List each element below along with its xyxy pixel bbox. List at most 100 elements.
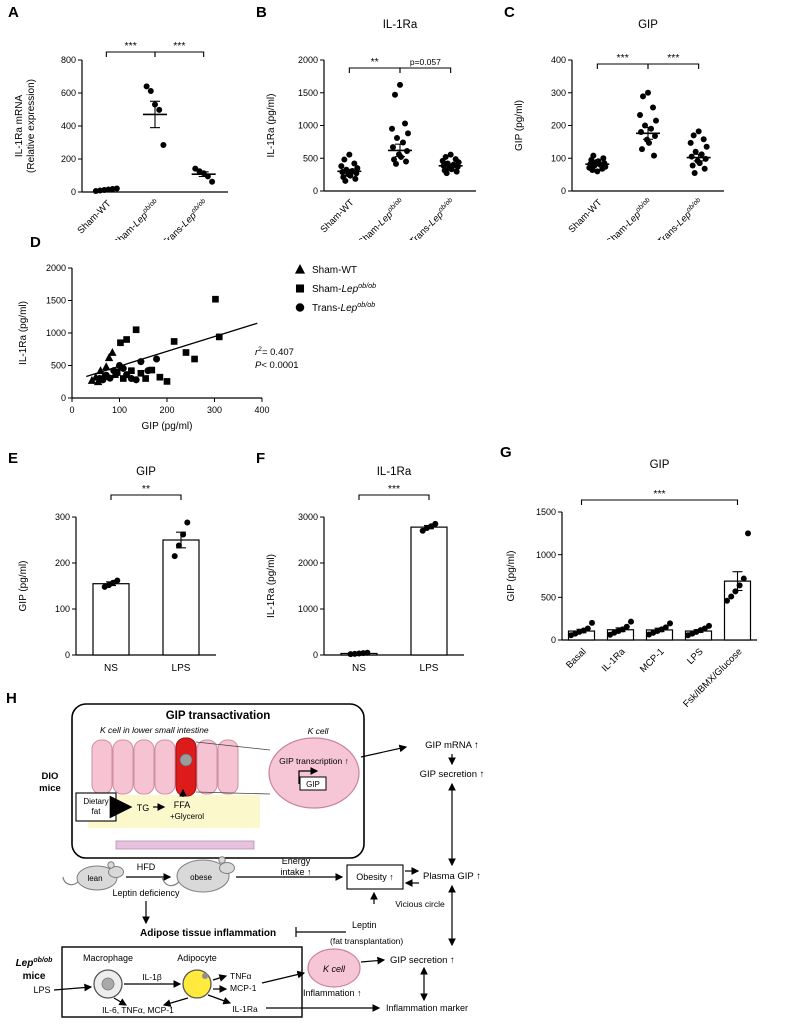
dio-mice-label: DIO bbox=[42, 771, 59, 782]
mouse-tail bbox=[62, 876, 80, 886]
category-label: LPS bbox=[420, 663, 439, 674]
significance-bracket bbox=[348, 67, 401, 73]
y-axis-label: IL-1Ra (pg/ml) bbox=[18, 301, 29, 365]
marker-triangle bbox=[96, 366, 105, 375]
membrane-band bbox=[115, 840, 255, 850]
category-label: LPS bbox=[685, 646, 705, 666]
y-axis-label: GIP (pg/ml) bbox=[514, 100, 525, 151]
adipocyte-nucleus bbox=[202, 973, 208, 979]
legend-label: Sham-Lepob/ob bbox=[312, 281, 376, 295]
marker-square bbox=[117, 339, 124, 347]
tnfa-label: TNFα bbox=[230, 971, 252, 981]
marker-square bbox=[119, 375, 127, 382]
significance-bracket bbox=[647, 63, 700, 69]
y-tick-label: 600 bbox=[61, 88, 76, 98]
il1b-label: IL-1β bbox=[142, 972, 162, 982]
tg-label: TG bbox=[137, 803, 150, 813]
data-point bbox=[695, 128, 702, 135]
data-point bbox=[651, 152, 657, 159]
lepob-box bbox=[61, 946, 303, 1018]
gip-gene-label: GIP bbox=[306, 780, 320, 789]
lean-label: lean bbox=[87, 874, 102, 883]
gip-cascade: GIP mRNA ↑ GIP secretion ↑ Plasma GIP ↑ bbox=[360, 740, 484, 947]
kcell-top-label: K cell bbox=[308, 726, 330, 736]
epithelial-cell bbox=[196, 739, 218, 795]
gip-transcription-label: GIP transcription ↑ bbox=[279, 756, 349, 766]
data-point bbox=[353, 170, 360, 177]
data-point bbox=[354, 165, 361, 172]
arrow bbox=[207, 994, 232, 1005]
marker-circle bbox=[295, 303, 305, 312]
data-point bbox=[700, 136, 707, 143]
y-tick-label: 400 bbox=[61, 121, 76, 131]
lepob-mice-label: Lepob/ob bbox=[16, 957, 54, 969]
legend-label: Sham-WT bbox=[312, 265, 357, 276]
gip-transactivation-section: GIP transactivation K cell in lower smal… bbox=[39, 703, 365, 859]
mouse-ear bbox=[218, 856, 226, 864]
y-tick-label: 1500 bbox=[536, 507, 556, 517]
bar bbox=[162, 539, 200, 656]
marker-circle bbox=[153, 355, 161, 363]
data-point bbox=[689, 162, 696, 169]
data-point bbox=[405, 130, 411, 137]
y-axis-label: GIP (pg/ml) bbox=[18, 561, 29, 612]
marker-circle bbox=[137, 358, 145, 366]
data-point bbox=[732, 588, 739, 595]
y-tick-label: 1000 bbox=[536, 550, 556, 560]
category-label: NS bbox=[352, 663, 366, 674]
data-point bbox=[346, 151, 353, 158]
y-tick-label: 3000 bbox=[298, 512, 318, 522]
data-point bbox=[688, 153, 695, 160]
y-tick-label: 300 bbox=[551, 88, 566, 98]
data-point bbox=[204, 173, 211, 180]
panel-label-H: H bbox=[6, 690, 17, 707]
data-point bbox=[364, 649, 371, 656]
hfd-label: HFD bbox=[137, 862, 156, 872]
y-axis-label: GIP (pg/ml) bbox=[506, 551, 517, 602]
leptin-deficiency-label: Leptin deficiency bbox=[112, 888, 180, 898]
legend-label: Trans-Lepob/ob bbox=[312, 300, 375, 314]
data-point bbox=[114, 577, 121, 584]
marker-square bbox=[182, 349, 190, 356]
arrow bbox=[261, 970, 306, 984]
data-point bbox=[454, 163, 461, 170]
category-label: IL-1Ra bbox=[600, 646, 628, 674]
y-axis-label: IL-1Ra mRNA bbox=[14, 95, 25, 158]
arrow bbox=[360, 744, 408, 758]
y-tick-label: 0 bbox=[313, 650, 318, 660]
data-point bbox=[448, 166, 455, 173]
panel-label-A: A bbox=[8, 4, 19, 21]
bar bbox=[92, 583, 130, 656]
panel-h-diagram: GIP transactivation K cell in lower smal… bbox=[16, 703, 484, 1018]
data-point bbox=[439, 157, 446, 164]
data-point bbox=[152, 101, 158, 108]
data-point bbox=[601, 160, 608, 167]
category-label: Trans-Lepob/ob bbox=[655, 196, 706, 240]
zoom-line bbox=[195, 741, 271, 751]
y-axis-label: IL-1Ra (pg/ml) bbox=[266, 94, 277, 158]
lepob-section: Lepob/ob mice Macrophage Adipocyte IL-1β… bbox=[16, 946, 381, 1018]
cytokines-label: IL-6, TNFα, MCP-1 bbox=[102, 1005, 174, 1015]
y-tick-label: 2000 bbox=[298, 55, 318, 65]
adipose-inflammation-label: Adipose tissue inflammation bbox=[140, 928, 276, 939]
data-point bbox=[646, 139, 652, 146]
bar bbox=[410, 526, 448, 656]
panel-label-C: C bbox=[504, 4, 515, 21]
significance-label: *** bbox=[388, 483, 400, 495]
data-point bbox=[642, 122, 648, 129]
marker-triangle bbox=[104, 353, 114, 362]
obesity-box bbox=[346, 864, 404, 890]
y-tick-label: 1500 bbox=[46, 296, 66, 306]
arrow bbox=[162, 997, 189, 1007]
data-point bbox=[352, 175, 359, 182]
y-tick-label: 500 bbox=[303, 153, 318, 163]
arrow bbox=[212, 974, 228, 982]
y-tick-label: 0 bbox=[551, 635, 556, 645]
mouse-head bbox=[108, 866, 124, 878]
x-tick-label: 0 bbox=[69, 405, 74, 415]
data-point bbox=[392, 91, 398, 98]
arrow bbox=[113, 997, 128, 1006]
